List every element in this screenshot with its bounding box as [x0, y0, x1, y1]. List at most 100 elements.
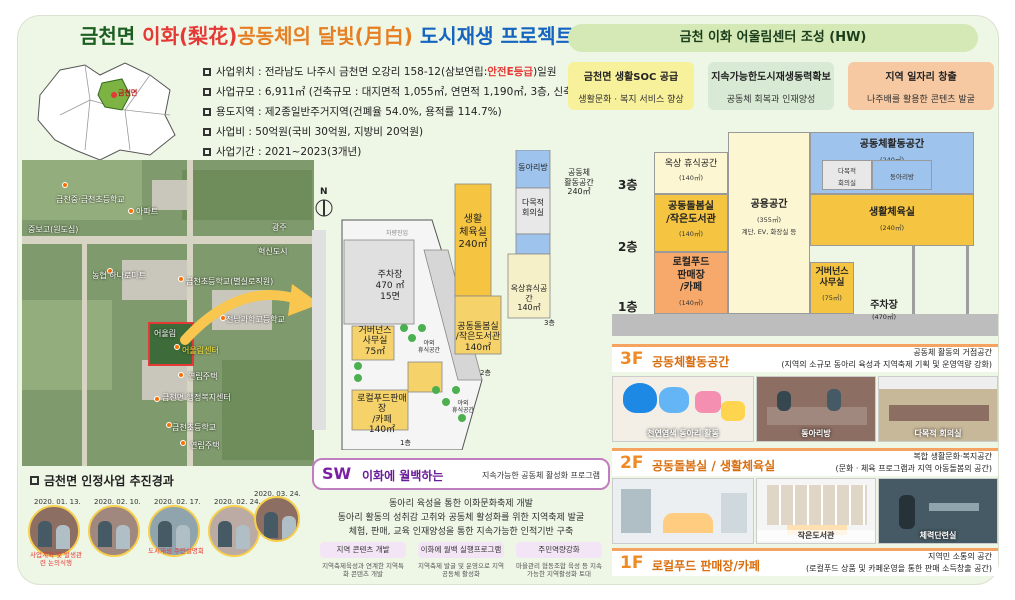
floor-3f-desc1: 공동체 활동의 거점공간	[913, 348, 992, 357]
floor-2f-name: 공동돌봄실 / 생활체육실	[652, 459, 776, 473]
floor-2f-label: 2F	[620, 453, 644, 473]
floor-2f-desc2: (문화 · 체육 프로그램과 지역 아동돌봄의 공간)	[835, 464, 992, 473]
sw-col-3-body: 마을관리 협동조합 육성 등 지속가능한 지역활성화 토대	[516, 562, 603, 579]
progress-date-4: 2020. 02. 24.	[214, 498, 261, 506]
map-label-apt: 아파트	[136, 207, 159, 216]
sw-col-2-body: 지역축제 발굴 및 운영으로 지역공동체 활성화	[418, 562, 505, 579]
inset-map-label: 금천면	[118, 89, 138, 97]
aerial-map: 금천중·금천초등학교 아파트 중보고(원도심) 광주 혁신도시 농협 하나로마트…	[22, 160, 314, 466]
sw-col-1-head: 지역 콘텐츠 개발	[320, 542, 406, 558]
info-location: 사업위치 : 전라남도 나주시 금천면 오강리 158-12(삼보연립:안전E등…	[203, 64, 556, 79]
map-label-jeonnam: 전남과학고등학교	[226, 315, 285, 324]
north-label: N	[320, 187, 328, 197]
section-public: 공용공간(355㎡)계단, EV, 화장실 등	[728, 132, 810, 314]
floor-plan: N	[312, 150, 551, 450]
map-label-innovation: 혁신도시	[258, 247, 288, 256]
photo-meeting-room: 다목적 회의실	[878, 376, 998, 442]
plan-club	[515, 150, 551, 189]
floor-1f-desc2: (로컬푸드 상품 및 카페운영을 통한 판매 소득창출 공간)	[806, 564, 992, 573]
plan-floor2-label: 2층	[480, 369, 491, 377]
floor-2f-desc1: 복합 생활문화·복지공간	[913, 452, 992, 461]
section-floor-3: 3층	[618, 178, 638, 192]
progress-caption-1: 사업계획 및 발생관련 논의식행	[30, 551, 82, 567]
plan-care	[454, 295, 502, 355]
progress-photo-5	[254, 496, 300, 542]
sw-badge: SW	[322, 464, 352, 483]
plan-governance	[351, 325, 395, 361]
sw-line-1: 동아리 육성을 통한 이화문화축제 개발	[389, 499, 533, 509]
info-scale: 사업규모 : 6,911㎡ (건축규모 : 대지면적 1,055㎡, 연면적 1…	[203, 84, 577, 99]
sw-program-box: SW 이화에 월백하는 지속가능한 공동체 활성화 프로그램 동아리 육성을 통…	[312, 458, 610, 588]
section-floor-2: 2층	[618, 240, 638, 254]
map-label-church: 금천초등학교(별실로직원)	[186, 277, 274, 286]
plan-localfood	[351, 389, 409, 431]
section-floor-1: 1층	[618, 300, 638, 314]
sw-col-3-head: 주민역량강화	[516, 542, 602, 558]
hw-header: 금천 이화 어울림센터 조성 (HW)	[568, 24, 978, 52]
progress-photo-3	[148, 505, 200, 557]
plan-parking	[343, 239, 415, 325]
sw-line-2: 동아리 활동의 성취감 고취와 공동체 활성화를 위한 지역축제 발굴	[337, 513, 585, 523]
section-pillar	[966, 246, 969, 314]
map-label-office: 금천면 행정복지센터	[162, 393, 231, 402]
map-label-center: 어울림센터	[182, 346, 219, 355]
map-label-school: 금천중·금천초등학교	[56, 195, 125, 204]
section-roof: 옥상 휴식공간(140㎡)	[654, 152, 728, 194]
plan-club-label: 동아리방	[518, 163, 548, 172]
map-label-school2: 금천초등학교	[172, 423, 217, 432]
map-label-road-west: 중보고(원도심)	[28, 225, 79, 234]
photo-small-library: 작은도서관	[756, 478, 876, 544]
page-title: 금천면 이화(梨花)공동체의 달빛(月白) 도시재생 프로젝트	[80, 24, 575, 48]
plan-meeting	[515, 187, 551, 235]
goal-card-2: 지속가능한도시재생동력확보 공동체 회복과 인재양성	[708, 62, 834, 110]
progress-photo-4	[208, 505, 260, 557]
site-arrow	[180, 284, 320, 345]
photo-care-room	[612, 478, 754, 544]
photo-club-room: 동아리방	[756, 376, 876, 442]
info-period: 사업기간 : 2021~2023(3개년)	[203, 144, 361, 159]
sw-header: SW 이화에 월백하는 지속가능한 공동체 활성화 프로그램	[312, 458, 610, 490]
progress-date-5: 2020. 03. 24.	[254, 490, 301, 498]
plan-rooftop	[507, 253, 551, 319]
map-label-center2: 어울림	[154, 329, 177, 338]
section-gym: 생활체육실(240㎡)	[810, 194, 974, 246]
road-strip	[312, 230, 326, 430]
sw-col-2-head: 이화에 월백 실행프로그램	[418, 542, 504, 558]
plan-floor1-label: 1층	[400, 439, 411, 447]
info-budget: 사업비 : 50억원(국비 30억원, 지방비 20억원)	[203, 124, 423, 139]
goal-card-3: 지역 일자리 창출 나주배를 활용한 콘텐츠 발굴	[848, 62, 994, 110]
floor-1f-bar: 1F 로컬푸드 판매장/카페 지역민 소통의 공간 (로컬푸드 상품 및 카페운…	[612, 548, 998, 576]
map-label-farm: 농협 하나로마트	[92, 271, 147, 280]
section-parking: 주차장(470㎡)	[870, 300, 898, 321]
goal-1-title: 금천면 생활SOC 공급	[583, 72, 679, 83]
progress-date-3: 2020. 02. 17.	[154, 498, 201, 506]
progress-photo-2	[88, 505, 140, 557]
floor-1f-desc1: 지역민 소통의 공간	[928, 552, 992, 561]
info-zoning: 용도지역 : 제2종일반주거지역(건폐율 54.0%, 용적률 114.7%)	[203, 104, 502, 119]
floor-2f-bar: 2F 공동돌봄실 / 생활체육실 복합 생활문화·복지공간 (문화 · 체육 프…	[612, 448, 998, 476]
map-label-villa: 연립주택	[188, 372, 218, 381]
map-label-road-east: 광주	[272, 223, 287, 232]
goal-2-title: 지속가능한도시재생동력확보	[711, 72, 831, 83]
floor-3f-name: 공동체활동공간	[652, 355, 730, 369]
section-club: 동아리방	[872, 160, 932, 190]
sw-line-3: 체험, 판매, 교육 인재양성을 통한 지속가능한 인적기반 구축	[348, 527, 574, 537]
floor-3f-label: 3F	[620, 349, 644, 369]
progress-date-2: 2020. 02. 10.	[94, 498, 141, 506]
inset-region-map	[37, 62, 176, 161]
section-ground	[612, 314, 998, 336]
floor-1f-name: 로컬푸드 판매장/카페	[652, 559, 760, 573]
floor-1f-label: 1F	[620, 553, 644, 573]
floor-3f-desc2: (지역의 소규모 동아리 육성과 지역축제 기획 및 운영역량 강화)	[781, 360, 992, 369]
map-label-villa2: 연립주택	[190, 441, 220, 450]
